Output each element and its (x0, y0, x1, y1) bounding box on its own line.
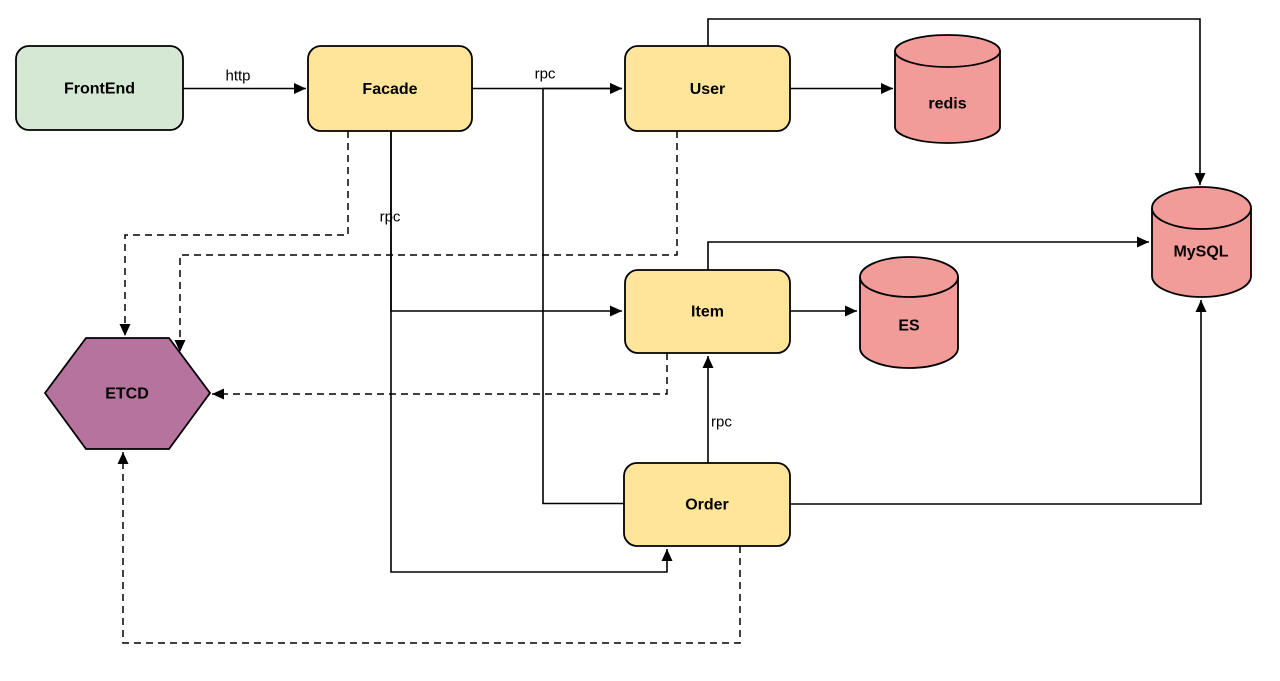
edge-facade-item (390, 131, 622, 317)
es-shape (859, 256, 959, 369)
order-shape (623, 462, 791, 547)
node-etcd: ETCD (43, 337, 212, 450)
redis-shape (894, 34, 1001, 144)
edge-user-mysql (707, 18, 1206, 185)
edge-item-etcd (212, 353, 668, 400)
node-user: User (624, 45, 791, 132)
facade-shape (307, 45, 473, 132)
node-redis: redis (894, 34, 1001, 144)
edge-facade-order (390, 131, 673, 573)
order-label: Order (685, 497, 729, 514)
dashed-edges (117, 131, 741, 644)
es-cylinder-arc (859, 276, 959, 298)
edge-label-rpc-order-item: rpc (711, 414, 732, 431)
node-order: Order (623, 462, 791, 547)
edge-order-user (542, 83, 624, 505)
edge-label-rpc-facade: rpc (380, 209, 401, 226)
edge-item-mysql (707, 236, 1149, 270)
edge-facade-etcd (119, 131, 349, 336)
edge-order-mysql (790, 300, 1207, 505)
node-item: Item (624, 269, 791, 354)
node-es: ES (859, 256, 959, 369)
redis-cylinder-arc (894, 50, 1001, 68)
edge-user-etcd (174, 131, 678, 352)
es-label: ES (898, 318, 920, 335)
edge-label-rpc-facade-user: rpc (535, 66, 556, 83)
solid-edges (183, 18, 1207, 573)
frontend-shape (15, 45, 184, 131)
node-frontend: FrontEnd (15, 45, 184, 131)
item-shape (624, 269, 791, 354)
etcd-label: ETCD (105, 386, 149, 403)
frontend-label: FrontEnd (64, 81, 135, 98)
node-facade: Facade (307, 45, 473, 132)
edge-order-etcd (117, 452, 741, 644)
user-shape (624, 45, 791, 132)
node-mysql: MySQL (1151, 186, 1252, 298)
redis-label: redis (928, 96, 966, 113)
etcd-shape (43, 337, 212, 450)
mysql-label: MySQL (1173, 244, 1228, 261)
user-label: User (690, 81, 726, 98)
edge-label-http: http (225, 68, 250, 85)
mysql-cylinder-arc (1151, 207, 1252, 230)
facade-label: Facade (362, 81, 417, 98)
mysql-shape (1151, 186, 1252, 298)
item-label: Item (691, 304, 724, 321)
